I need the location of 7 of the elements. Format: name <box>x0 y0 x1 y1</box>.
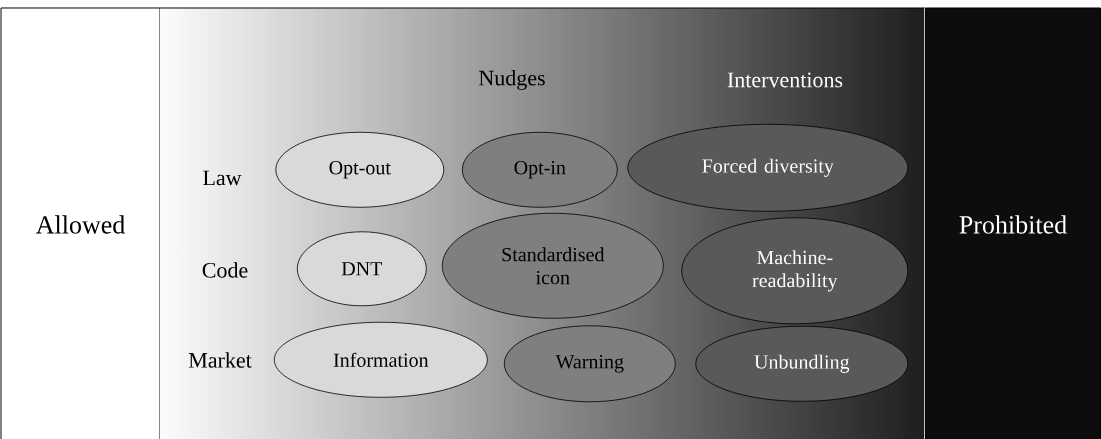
cell: Allowed <box>0 7 161 439</box>
column-heading: Interventions <box>727 72 843 88</box>
row-label: Market <box>188 352 252 368</box>
row-label: Code <box>202 262 248 278</box>
cell: Prohibited <box>925 7 1101 439</box>
column-heading: Nudges <box>479 70 545 90</box>
row-label: Law <box>203 170 242 186</box>
